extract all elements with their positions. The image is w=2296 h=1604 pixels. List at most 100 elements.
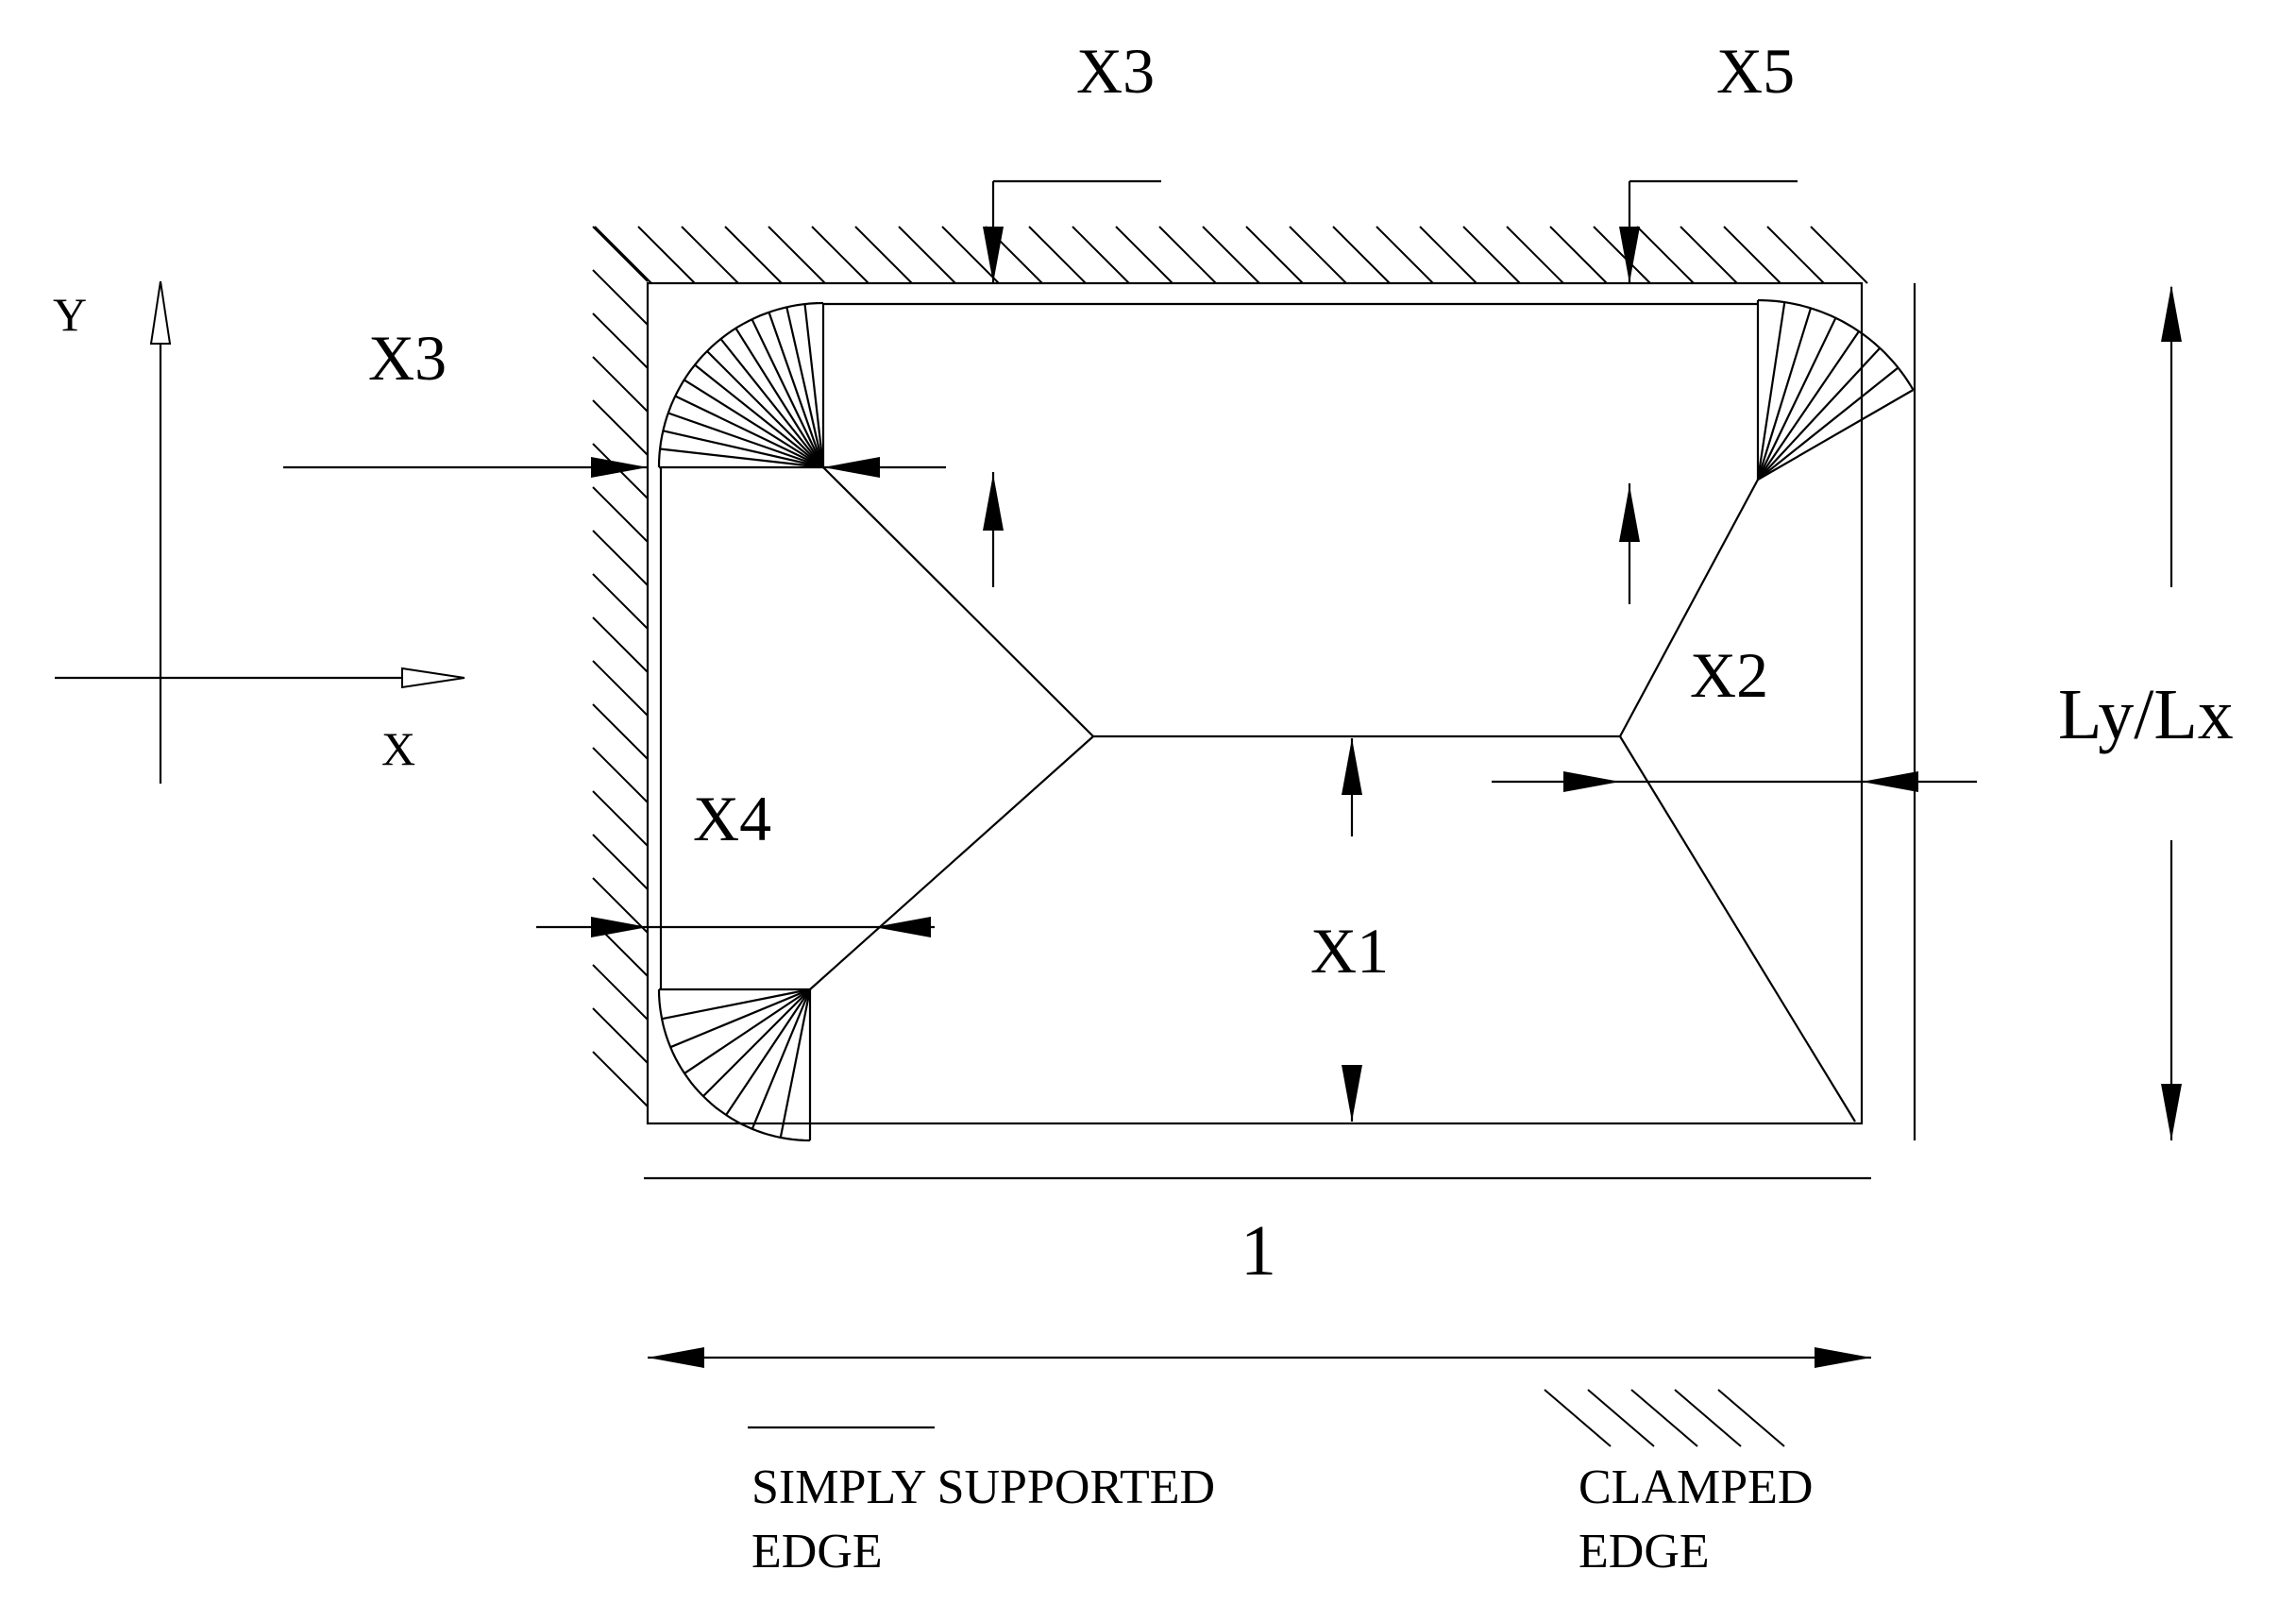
fan-ray bbox=[751, 318, 824, 468]
aspect-ratio-label: Ly/Lx bbox=[2058, 675, 2234, 754]
hatch-stroke bbox=[592, 486, 649, 543]
param-x5: X5 bbox=[1716, 35, 1795, 107]
hatch-stroke bbox=[854, 226, 913, 284]
hatch-stroke bbox=[1723, 226, 1781, 284]
fan-ray bbox=[803, 303, 825, 468]
yield-line-br bbox=[1619, 735, 1856, 1123]
y-axis-label: Y bbox=[53, 288, 87, 341]
x3-arrow-down-icon bbox=[983, 227, 1004, 283]
hatch-stroke bbox=[1028, 226, 1087, 284]
yield-line-tr bbox=[1619, 479, 1759, 737]
fan-ray bbox=[734, 328, 824, 468]
width-arrow-left-icon bbox=[648, 1347, 704, 1368]
fan-ray bbox=[1757, 317, 1837, 481]
yield-lines bbox=[659, 302, 1856, 1123]
hatch-stroke bbox=[1593, 226, 1651, 284]
fan-ray bbox=[702, 988, 811, 1097]
param-x3-top: X3 bbox=[1076, 35, 1155, 107]
fan-ray bbox=[1757, 330, 1860, 481]
clamped-top-hatching bbox=[594, 226, 1868, 284]
x2-arrow-right-icon bbox=[1563, 771, 1620, 792]
fan-ray bbox=[1757, 366, 1899, 481]
hatch-stroke bbox=[1636, 226, 1695, 284]
simply-supported-label-1: SIMPLY SUPPORTED bbox=[751, 1460, 1215, 1514]
fan-ray bbox=[694, 363, 824, 468]
x1-arrow-down-icon bbox=[1342, 1065, 1362, 1122]
plate-outline bbox=[646, 281, 1864, 1125]
y-axis-arrow-icon bbox=[149, 280, 172, 345]
param-x2: X2 bbox=[1690, 639, 1768, 711]
x4-arrow-right-icon bbox=[591, 917, 648, 937]
hatch-stroke bbox=[592, 312, 649, 369]
hatch-stroke bbox=[592, 703, 649, 760]
hatch-stroke bbox=[592, 356, 649, 413]
hatch-stroke bbox=[1630, 1389, 1698, 1447]
fan-ray bbox=[719, 338, 824, 468]
x4-arrow-left-icon bbox=[874, 917, 931, 937]
coordinate-axes bbox=[55, 280, 465, 784]
hatch-stroke bbox=[1332, 226, 1391, 284]
hatch-stroke bbox=[768, 226, 826, 284]
yield-line-tl bbox=[822, 466, 1094, 737]
x5-arrow-up-icon bbox=[1619, 485, 1640, 542]
hatch-stroke bbox=[1245, 226, 1304, 284]
fan-ray bbox=[663, 430, 824, 469]
top-left-fan bbox=[657, 301, 825, 469]
fan-ray bbox=[1756, 308, 1813, 481]
param-x3-left: X3 bbox=[368, 322, 447, 394]
hatch-stroke bbox=[592, 573, 649, 630]
param-x1: X1 bbox=[1310, 915, 1389, 987]
hatch-stroke bbox=[592, 1007, 649, 1064]
clamped-label-1: CLAMPED bbox=[1578, 1460, 1813, 1514]
x1-arrow-up-icon bbox=[1342, 738, 1362, 795]
fan-ray bbox=[725, 988, 811, 1116]
hatch-stroke bbox=[1072, 226, 1130, 284]
hatch-stroke bbox=[1680, 226, 1738, 284]
legend-simply-supported: SIMPLY SUPPORTED EDGE bbox=[748, 1426, 1215, 1579]
fan-ray bbox=[684, 988, 811, 1074]
hatch-stroke bbox=[592, 790, 649, 847]
hatch-stroke bbox=[1810, 226, 1868, 284]
ratio-arrow-down-icon bbox=[2161, 1084, 2182, 1140]
hatch-stroke bbox=[1766, 226, 1825, 284]
clamped-symbol bbox=[1544, 1389, 1785, 1447]
x2-arrow-left-icon bbox=[1862, 771, 1918, 792]
fan-ray bbox=[768, 312, 825, 468]
hatch-stroke bbox=[592, 660, 649, 717]
hatch-stroke bbox=[941, 226, 1000, 284]
top-right-fan bbox=[1756, 298, 1915, 481]
hatch-stroke bbox=[592, 226, 649, 282]
fan-ray bbox=[706, 350, 824, 468]
hatch-stroke bbox=[1158, 226, 1217, 284]
width-label: 1 bbox=[1241, 1211, 1276, 1291]
fan-ray bbox=[659, 447, 824, 469]
hatch-stroke bbox=[898, 226, 956, 284]
hatch-stroke bbox=[592, 616, 649, 673]
legend-clamped: CLAMPED EDGE bbox=[1544, 1389, 1813, 1579]
hatch-stroke bbox=[592, 1051, 649, 1107]
fan-ray bbox=[674, 395, 824, 468]
hatch-stroke bbox=[724, 226, 783, 284]
hatch-stroke bbox=[592, 834, 649, 890]
dimension-lines bbox=[283, 179, 2182, 1368]
param-x4: X4 bbox=[693, 783, 771, 854]
fan-ray bbox=[667, 412, 824, 469]
hatch-stroke bbox=[1717, 1389, 1785, 1447]
fan-ray bbox=[785, 307, 825, 468]
x3-left-arrow-left-icon bbox=[823, 457, 880, 478]
clamped-left-hatching bbox=[592, 226, 649, 1107]
hatch-stroke bbox=[811, 226, 869, 284]
hatch-stroke bbox=[592, 399, 649, 456]
hatch-stroke bbox=[1376, 226, 1434, 284]
hatch-stroke bbox=[1462, 226, 1521, 284]
hatch-stroke bbox=[594, 226, 652, 284]
clamped-label-2: EDGE bbox=[1578, 1525, 1710, 1579]
x-axis-label: X bbox=[381, 722, 415, 775]
hatch-stroke bbox=[1289, 226, 1347, 284]
hatch-stroke bbox=[681, 226, 739, 284]
fan-arc bbox=[1757, 298, 1915, 391]
x3-arrow-up-icon bbox=[983, 474, 1004, 531]
fan-ray bbox=[661, 988, 811, 1021]
